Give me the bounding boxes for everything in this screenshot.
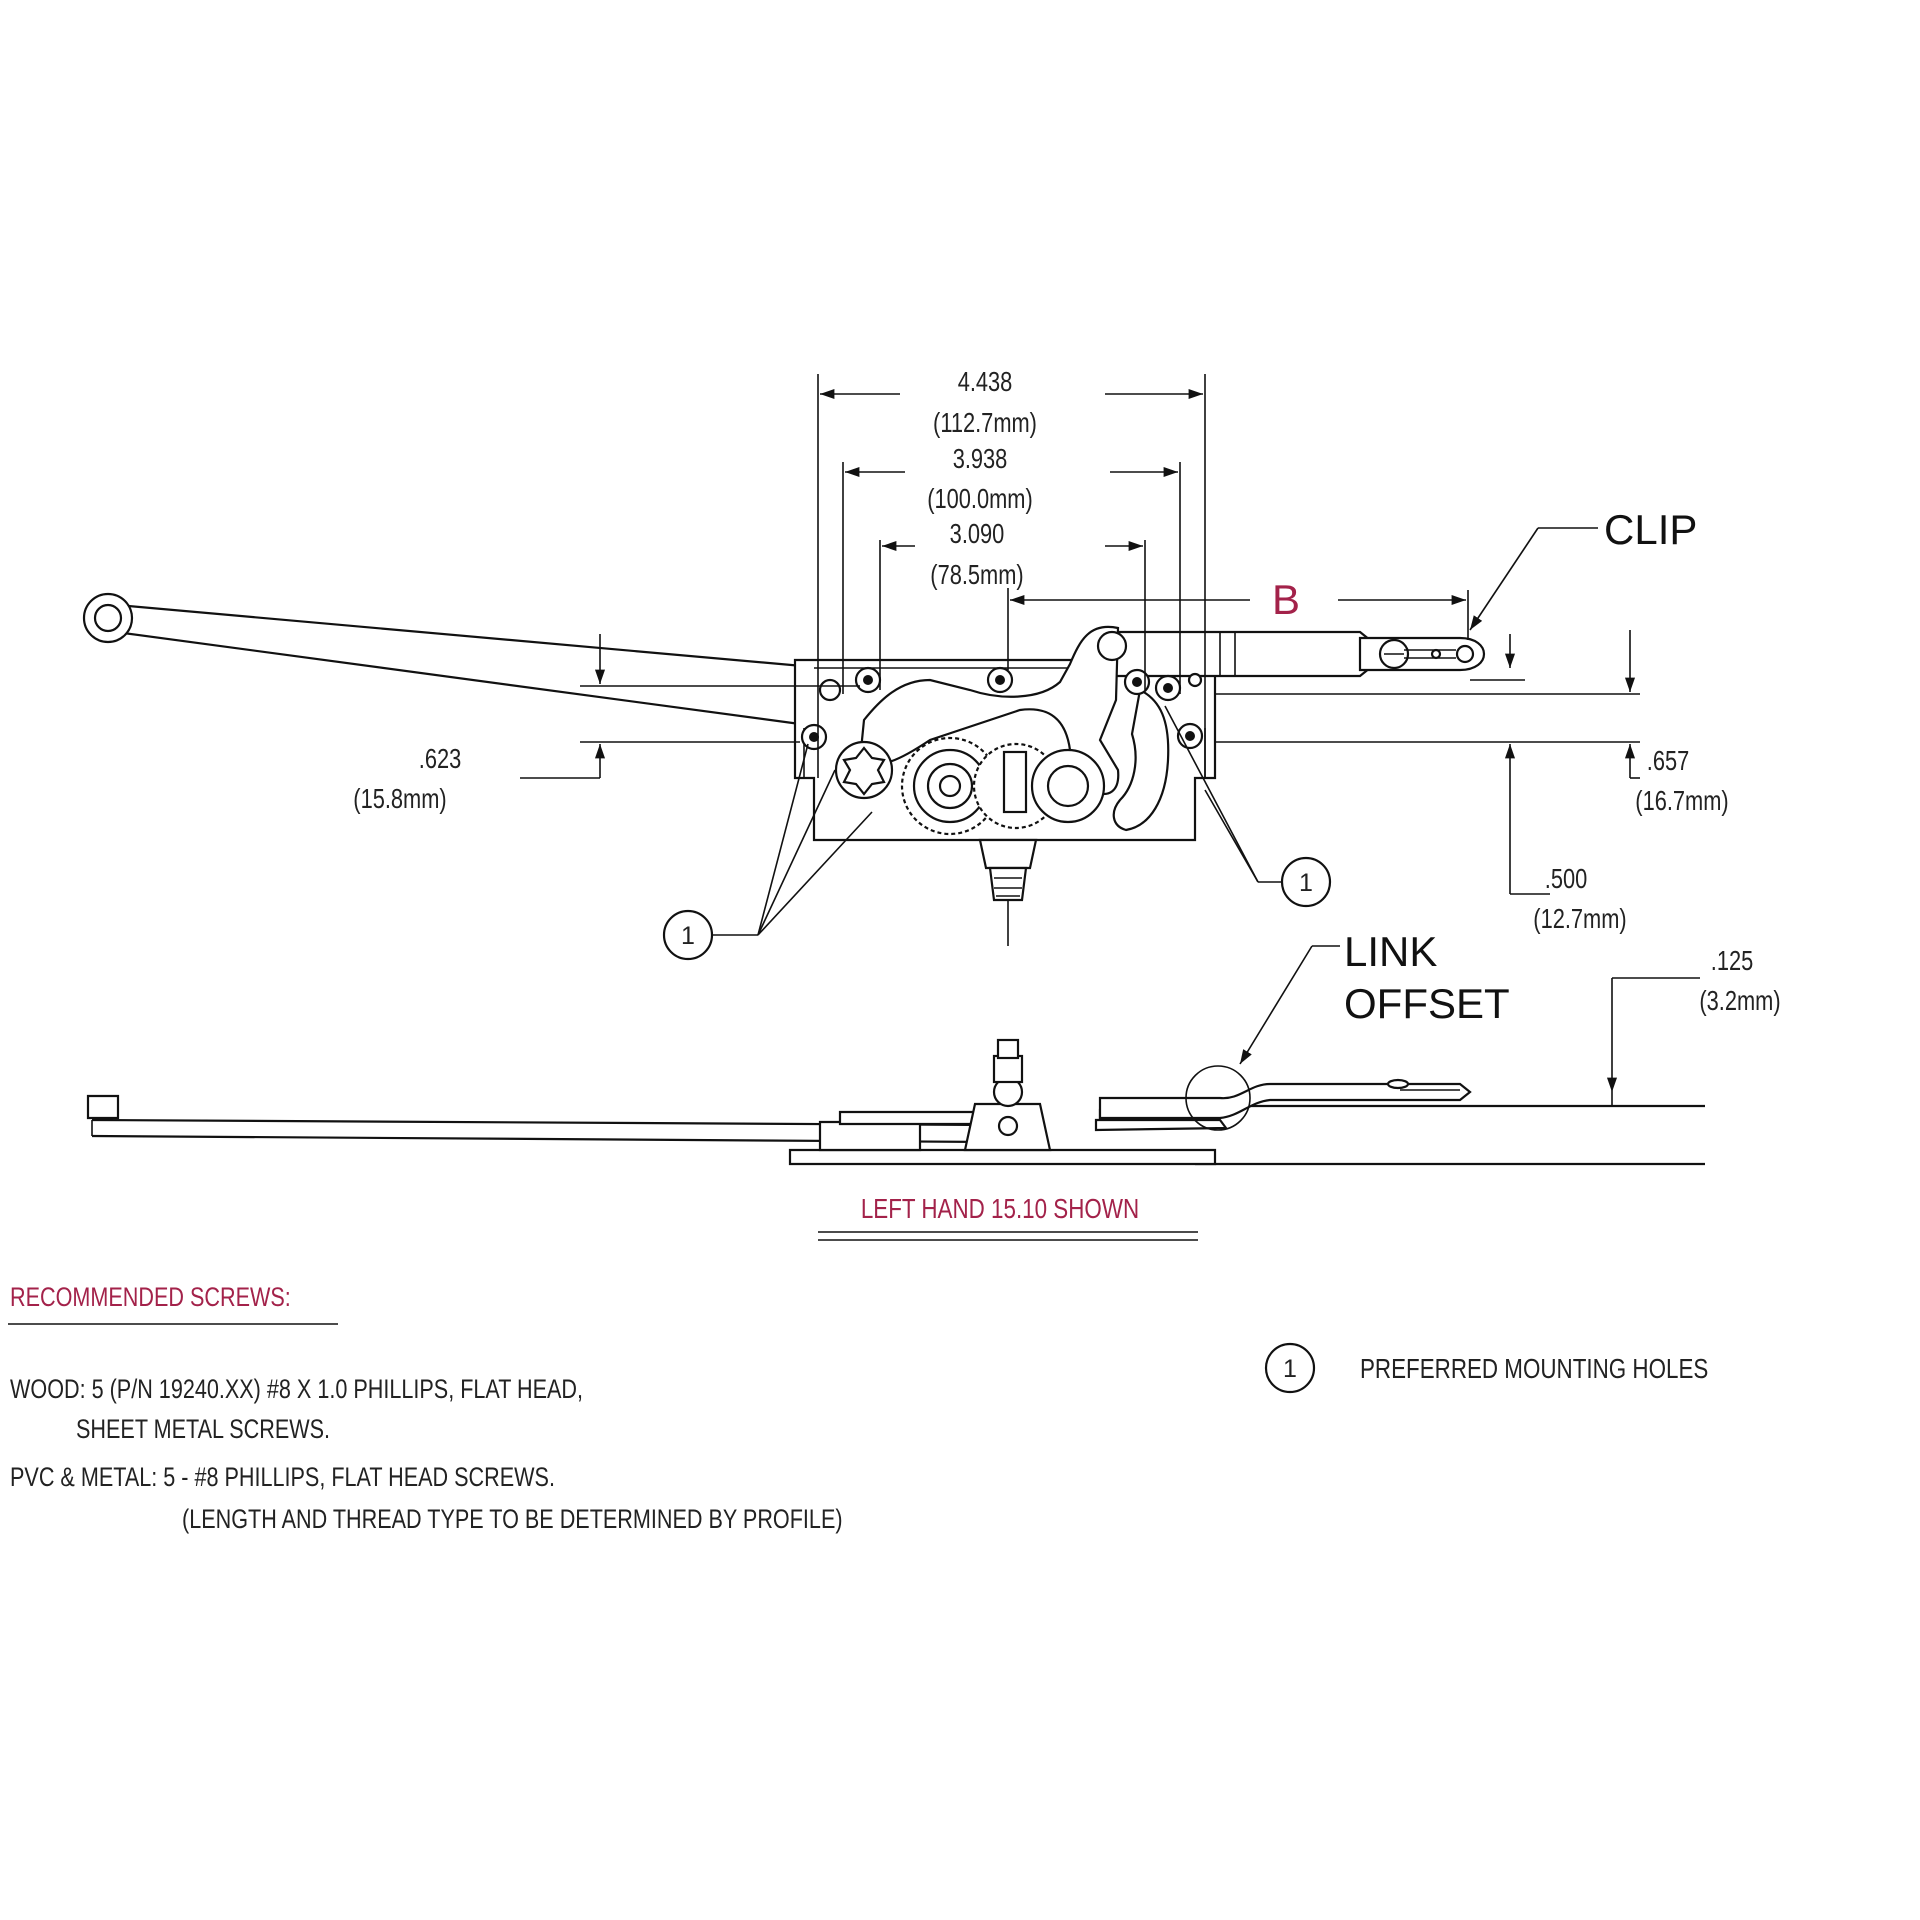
clip-callout: CLIP xyxy=(1469,506,1697,631)
side-view: LINK OFFSET .125 (3.2mm) LEFT HAND 15.10… xyxy=(86,928,1781,1241)
wood-line-2: SHEET METAL SCREWS. xyxy=(76,1414,331,1444)
side-link xyxy=(1098,1078,1472,1120)
dimension-3938: 3.938 (100.0mm) xyxy=(845,443,1178,515)
dim-657-value: .657 xyxy=(1647,745,1689,776)
dim-3938-value: 3.938 xyxy=(953,443,1008,474)
link-offset-label-1: LINK xyxy=(1344,928,1437,975)
dim-125-value: .125 xyxy=(1711,945,1753,976)
dim-500-metric: (12.7mm) xyxy=(1533,903,1626,934)
side-housing xyxy=(788,1038,1229,1166)
wood-line-1: WOOD: 5 (P/N 19240.XX) #8 X 1.0 PHILLIPS… xyxy=(10,1374,584,1404)
legend-marker: 1 xyxy=(1283,1355,1297,1383)
link-offset-circle xyxy=(1185,1065,1251,1131)
link-bar xyxy=(1108,630,1486,678)
screws-title: RECOMMENDED SCREWS: xyxy=(10,1282,291,1312)
gear-train xyxy=(834,736,1106,836)
mounting-marker-left: 1 xyxy=(681,922,695,950)
pvc-line-1: PVC & METAL: 5 - #8 PHILLIPS, FLAT HEAD … xyxy=(10,1462,555,1492)
dim-3090-value: 3.090 xyxy=(950,518,1005,549)
hook-arm xyxy=(1112,688,1170,832)
drive-shaft xyxy=(978,838,1038,946)
top-view: 4.438 (112.7mm) 3.938 (100.0mm) 3.090 (7… xyxy=(82,366,1729,961)
mounting-callout-left: 1 xyxy=(662,743,873,961)
dimension-125: .125 (3.2mm) xyxy=(1606,945,1781,1106)
dim-500-value: .500 xyxy=(1545,863,1587,894)
dimension-b: B xyxy=(1010,576,1469,640)
mounting-marker-right: 1 xyxy=(1299,869,1313,897)
dim-4438-metric: (112.7mm) xyxy=(933,407,1037,438)
legend-text: PREFERRED MOUNTING HOLES xyxy=(1360,1354,1708,1385)
dimension-657-500: .657 (16.7mm) .500 (12.7mm) xyxy=(1215,630,1729,935)
pvc-line-2: (LENGTH AND THREAD TYPE TO BE DETERMINED… xyxy=(182,1504,843,1534)
dim-3938-metric: (100.0mm) xyxy=(927,483,1033,514)
dim-125-metric: (3.2mm) xyxy=(1699,985,1780,1016)
dim-3090-metric: (78.5mm) xyxy=(930,559,1023,590)
dimension-4438: 4.438 (112.7mm) xyxy=(820,366,1203,439)
link-offset-label-2: OFFSET xyxy=(1344,980,1510,1027)
legend: 1 PREFERRED MOUNTING HOLES xyxy=(1264,1342,1708,1394)
dim-623-metric: (15.8mm) xyxy=(353,783,446,814)
mounting-callout-right: 1 xyxy=(1164,705,1332,908)
long-arm xyxy=(82,592,871,726)
dim-b-label: B xyxy=(1272,576,1300,623)
dim-657-metric: (16.7mm) xyxy=(1635,785,1728,816)
dimension-3090: 3.090 (78.5mm) xyxy=(882,518,1143,591)
dim-4438-value: 4.438 xyxy=(958,366,1013,397)
link-offset-callout: LINK OFFSET xyxy=(1239,928,1510,1065)
view-caption: LEFT HAND 15.10 SHOWN xyxy=(818,1194,1198,1241)
clip-label: CLIP xyxy=(1604,506,1697,553)
caption-text: LEFT HAND 15.10 SHOWN xyxy=(861,1194,1139,1225)
dimension-623: .623 (15.8mm) xyxy=(353,634,860,815)
dim-623-value: .623 xyxy=(419,743,461,774)
